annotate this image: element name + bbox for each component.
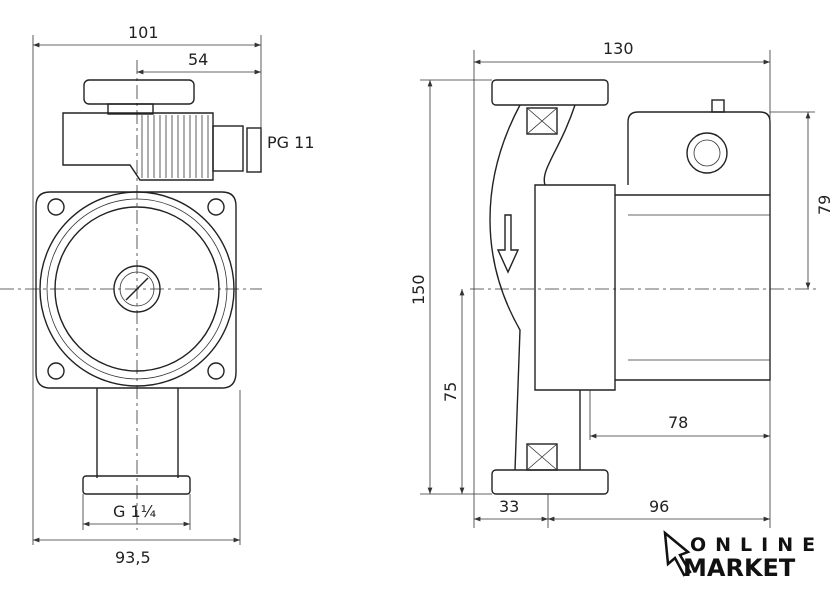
logo-line2: MARKET [683,554,796,582]
logo-line1: ONLINE [690,534,824,556]
bolt-hole [207,198,225,216]
front-view: PG 11 101 54 G 1¼ 93,5 [0,23,315,567]
cable-gland-label: PG 11 [267,133,315,152]
pipe [96,388,179,478]
gland-body [212,125,244,172]
pump-head [534,184,616,391]
motor-housing [615,194,771,381]
knob-stem [107,103,154,115]
side-view: 130 150 75 79 78 33 96 [409,39,834,528]
pump-housing-inner [54,206,220,372]
dim-150: 150 [409,274,428,305]
cursor-icon [663,530,692,577]
online-market-logo: ONLINE MARKET [663,530,824,582]
bottom-flange [491,469,609,495]
pump-body [489,104,581,471]
dim-33: 33 [499,497,519,516]
dim-79: 79 [815,195,834,215]
flow-arrow-icon [496,214,520,274]
dim-130: 130 [603,39,634,58]
terminal-box [627,111,771,195]
pipe-flange [82,475,191,495]
dim-93-5: 93,5 [115,548,151,567]
dim-78: 78 [668,413,688,432]
dim-54: 54 [188,50,208,69]
vent-screw [113,265,161,313]
cooling-fins [141,115,209,178]
bolt-hole [207,362,225,380]
knob [83,79,195,105]
dim-96: 96 [649,497,669,516]
pump-housing-outer [39,191,235,387]
bolt-hole [47,362,65,380]
cable-gland [246,127,262,173]
dim-75: 75 [441,382,460,402]
thread-label: G 1¼ [113,502,156,521]
pump-flange [35,191,237,389]
top-flange [491,79,609,106]
dim-101: 101 [128,23,159,42]
bolt-hole [47,198,65,216]
control-box [62,112,214,181]
cable-gland-side [686,132,728,174]
